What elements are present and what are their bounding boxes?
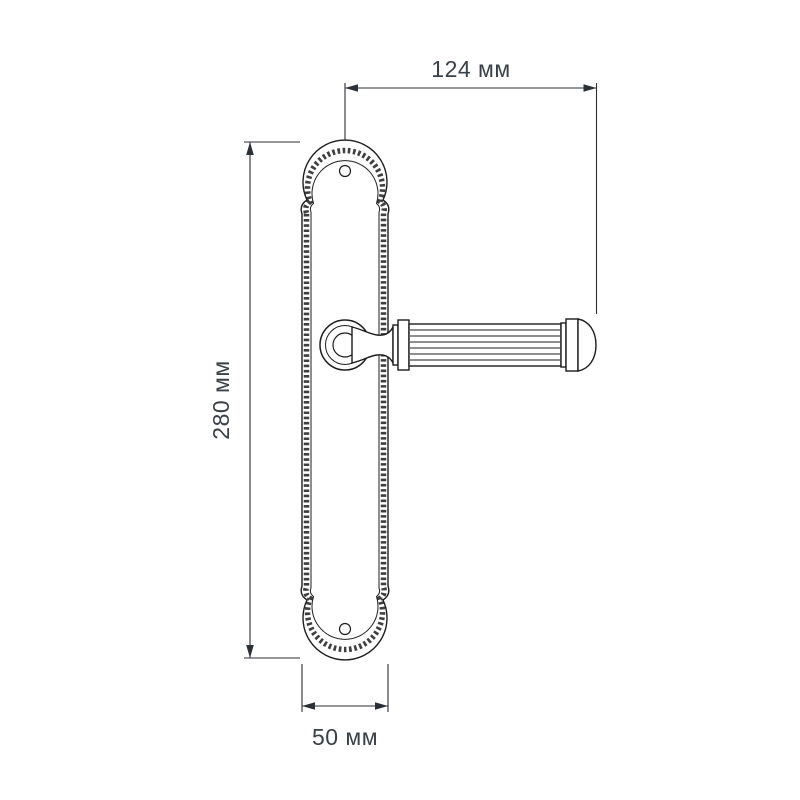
arrow-left — [345, 84, 358, 92]
label-plate-width: 50 мм — [312, 724, 378, 750]
label-handle-width: 124 мм — [431, 56, 510, 82]
lever-end-disc — [565, 318, 579, 372]
arrow-left — [302, 702, 315, 710]
dimension-handle-width — [344, 83, 598, 314]
lever-end-ring — [560, 322, 567, 368]
arrow-right — [375, 702, 388, 710]
grip-flutes — [410, 329, 560, 361]
screw-hole-top — [338, 164, 352, 178]
backplate-border-band — [303, 147, 387, 653]
backplate-outline — [300, 139, 390, 661]
backplate — [300, 139, 390, 661]
lever-end-cap — [577, 318, 597, 372]
dimension-plate-width — [301, 664, 389, 712]
dimension-handle-width-arrows — [345, 84, 597, 92]
dimension-plate-width-arrows — [302, 702, 388, 710]
arrow-up — [246, 142, 254, 155]
screw-hole-bottom — [338, 622, 352, 636]
arrow-down — [246, 645, 254, 658]
dimension-plate-height-arrows — [246, 142, 254, 658]
backplate-inner-outline — [309, 160, 381, 640]
lever-handle — [351, 318, 597, 372]
arrow-right — [583, 84, 597, 92]
dimension-plate-height — [244, 141, 300, 659]
lever-collar-disc — [397, 319, 410, 371]
lever-neck — [351, 326, 394, 364]
label-plate-height: 280 мм — [208, 360, 234, 439]
lever-collar-ring — [392, 324, 399, 366]
